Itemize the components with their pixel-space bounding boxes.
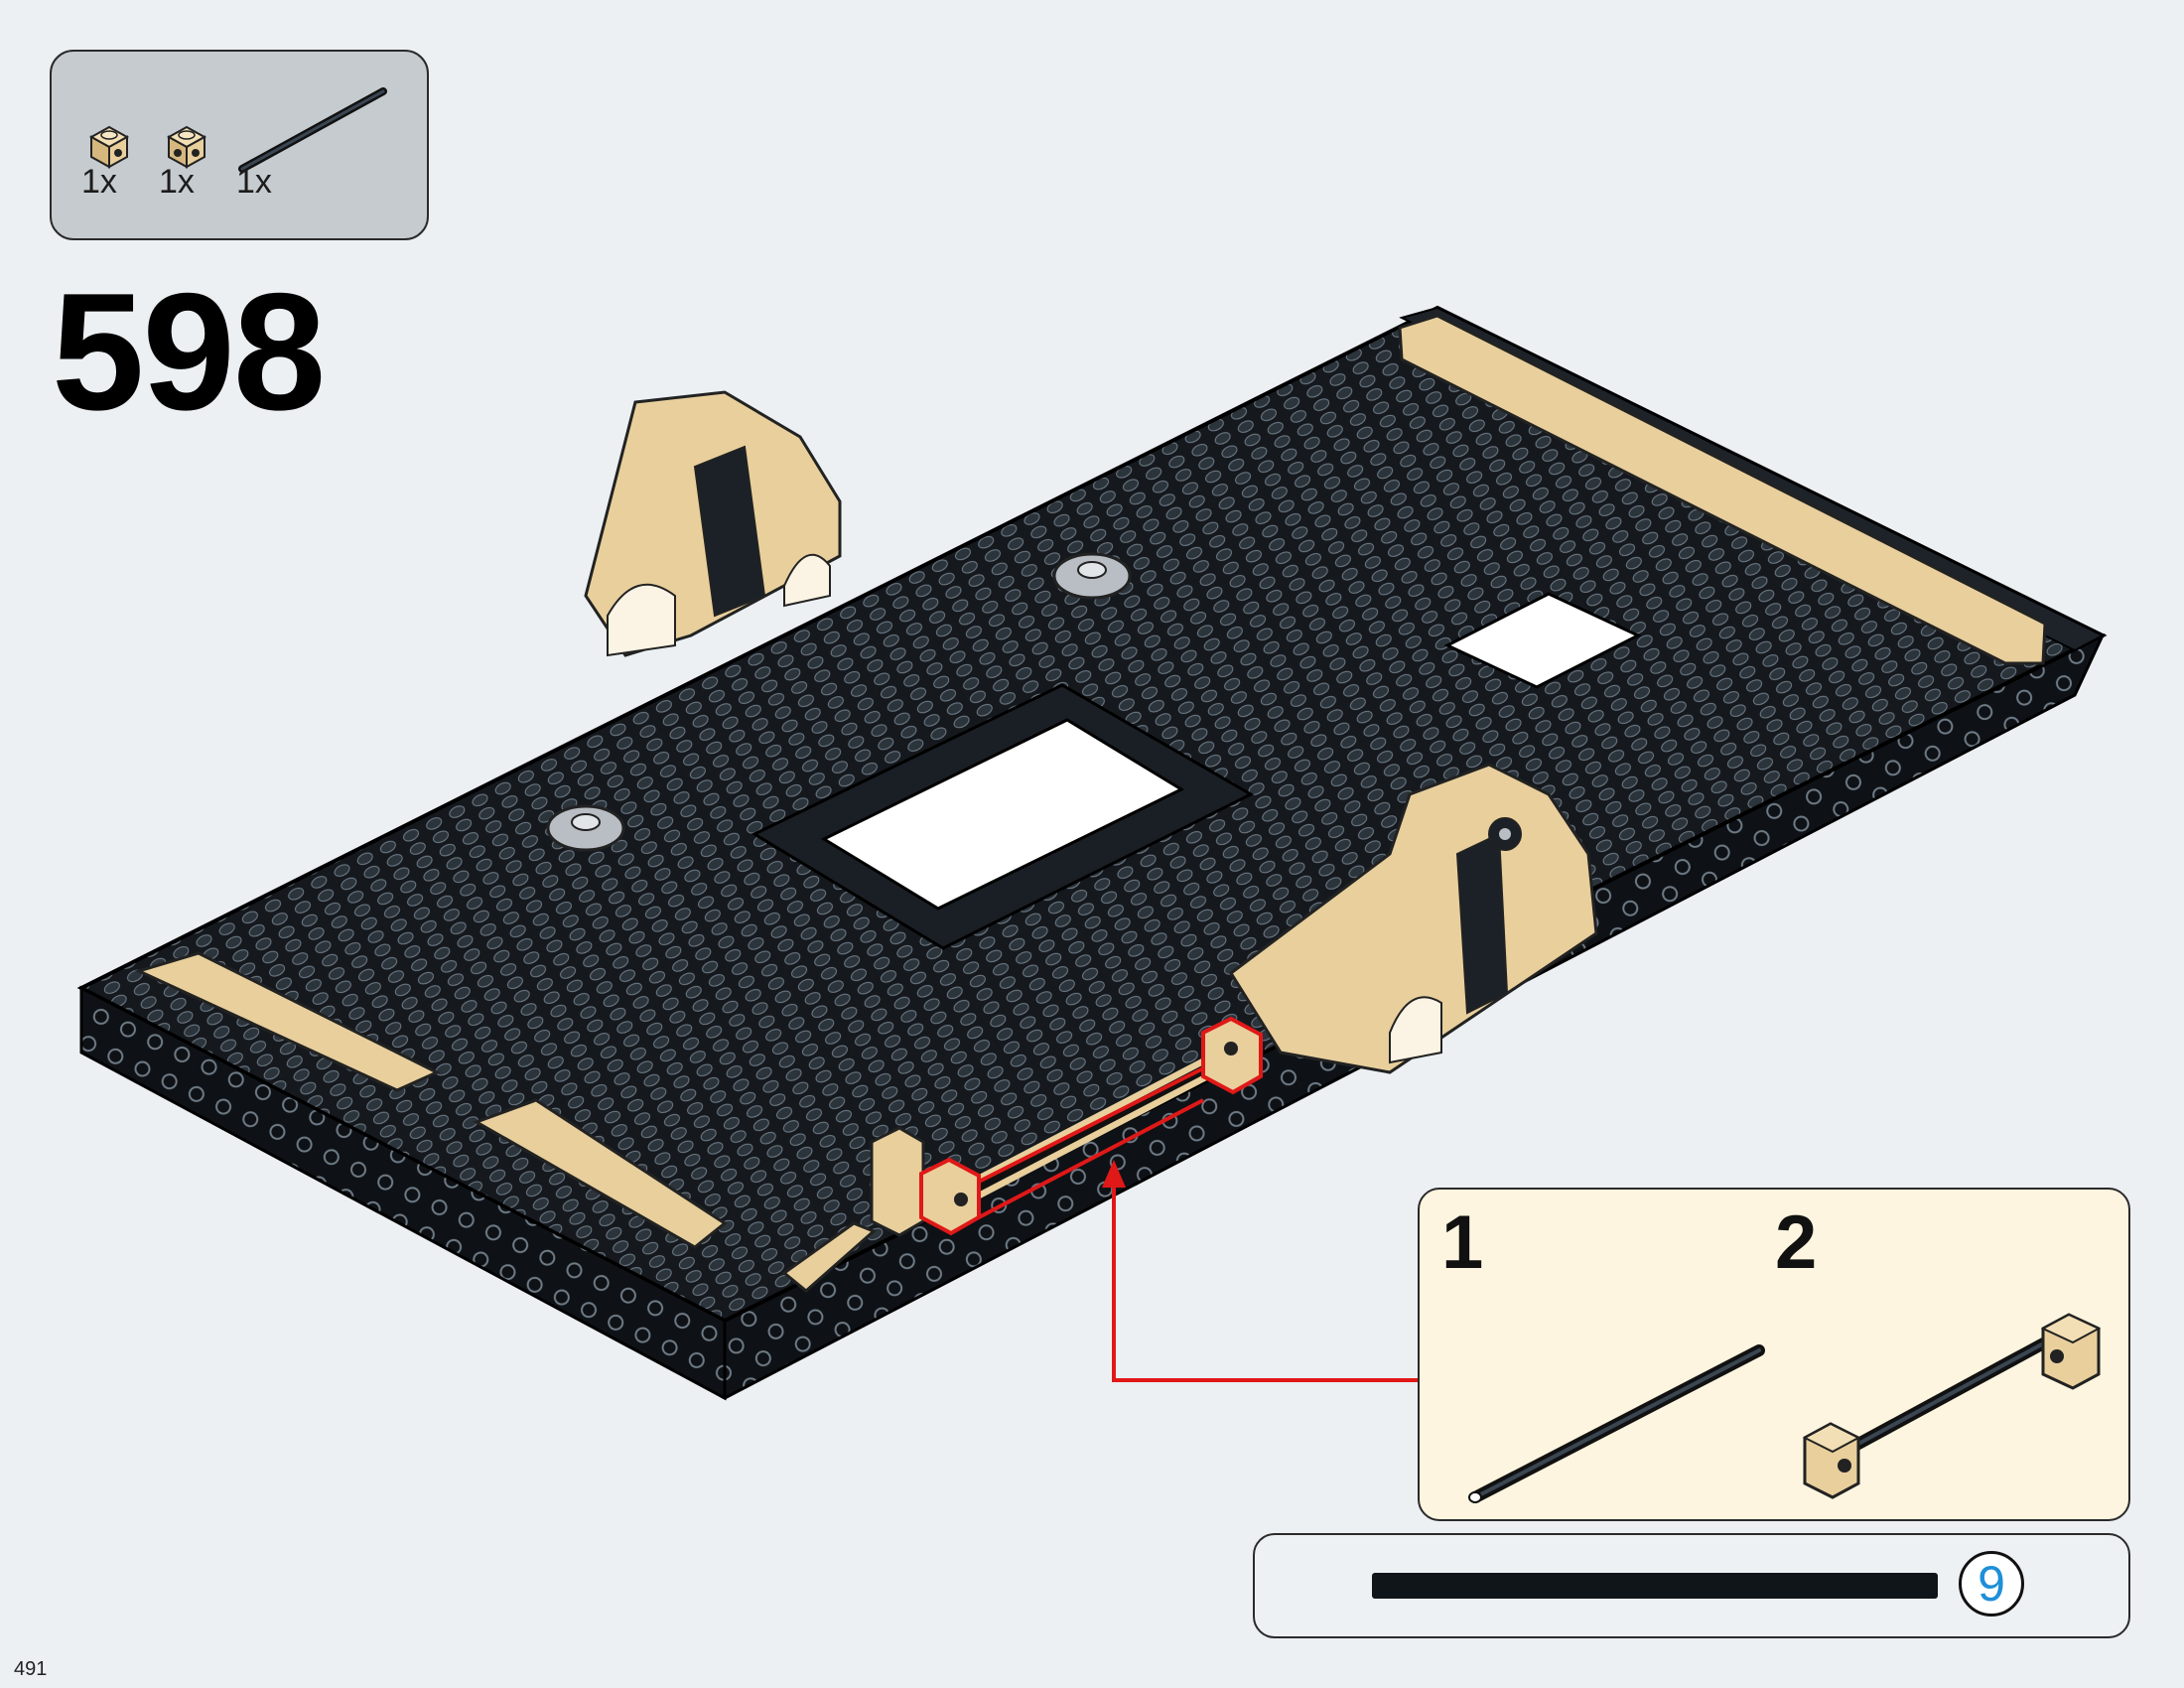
parts-list-box: 1x 1x 1x	[50, 50, 429, 240]
step-number: 598	[52, 258, 326, 445]
rear-opening	[1443, 592, 1642, 689]
center-opening	[820, 718, 1185, 911]
page-number: 491	[14, 1658, 48, 1680]
tan-brick-icon	[166, 125, 207, 169]
tan-front-strip	[473, 1098, 728, 1249]
new-axle-assembly	[919, 1016, 1263, 1236]
sub-step-number: 2	[1775, 1200, 1818, 1285]
sub-assembly-box: 1 2	[1418, 1188, 2130, 1521]
tan-arch-right	[1228, 763, 1598, 1074]
length-badge: 9	[1959, 1551, 2024, 1617]
tan-arch-left	[584, 390, 842, 657]
length-reference-box: 9	[1253, 1533, 2130, 1638]
tan-rear-strip	[1398, 314, 2047, 665]
sub-step-number: 1	[1441, 1200, 1484, 1285]
part-count: 1x	[159, 163, 195, 201]
tan-brick	[870, 1126, 925, 1237]
tan-front-strip	[134, 951, 441, 1092]
tan-brick-icon	[88, 125, 130, 169]
part-count: 1x	[236, 163, 272, 201]
axle-length-bar	[1372, 1573, 1938, 1599]
part-count: 1x	[81, 163, 117, 201]
sub-assembly-icon	[1802, 1313, 2102, 1499]
axle-icon	[1468, 1344, 1765, 1503]
base-front-side	[79, 985, 727, 1401]
callout-arrow	[1102, 1160, 1418, 1382]
axle-icon	[238, 87, 387, 173]
